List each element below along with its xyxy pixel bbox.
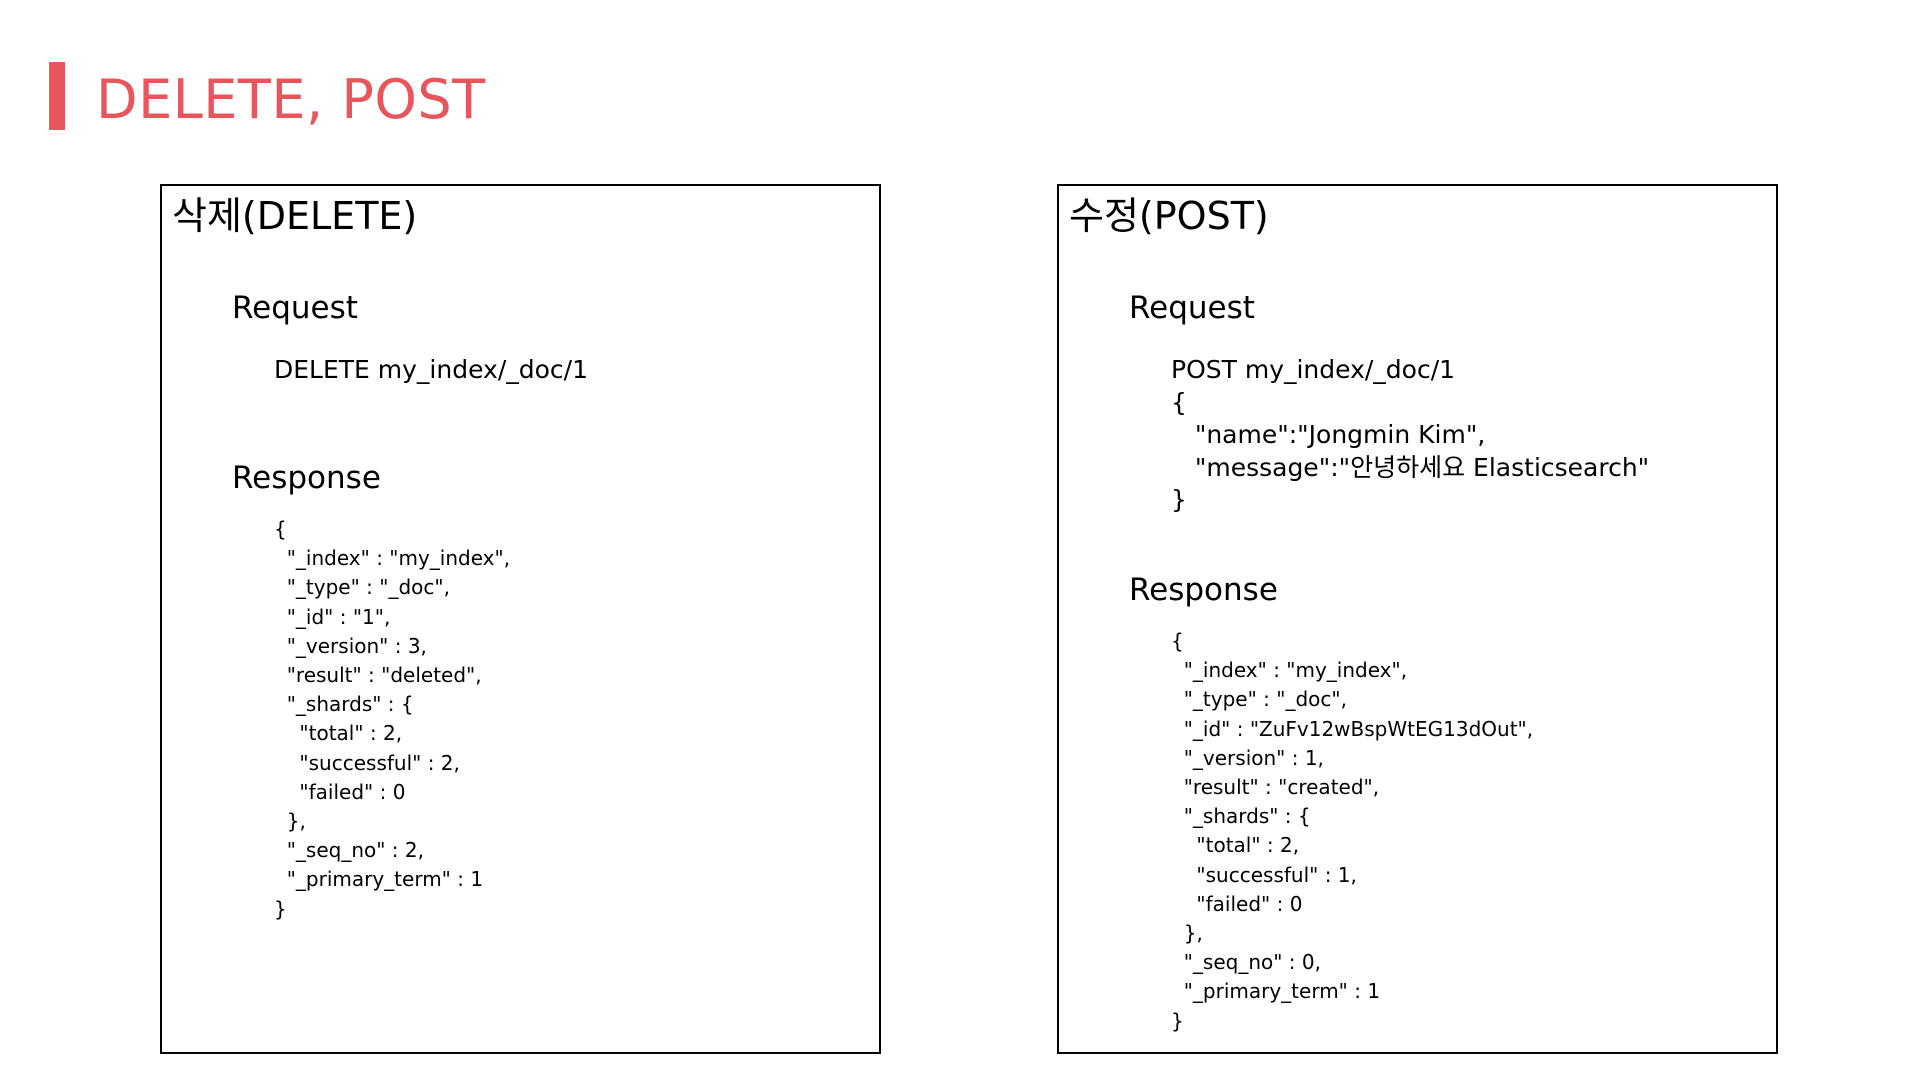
code-line: { [1171,629,1184,653]
code-line: } [1171,1008,1184,1033]
code-line: } [274,896,287,921]
delete-panel: 삭제(DELETE) Request DELETE my_index/_doc/… [160,184,881,1054]
code-line: "_version" : 3, [274,633,427,658]
code-line: "name":"Jongmin Kim", [1171,420,1486,449]
code-line: { [1171,387,1187,417]
code-line: "total" : 2, [274,721,403,746]
code-line: "_seq_no" : 0, [1171,950,1321,975]
delete-request-code: DELETE my_index/_doc/1 [274,354,588,387]
code-line: { [274,517,287,541]
post-panel: 수정(POST) Request POST my_index/_doc/1 { … [1057,184,1778,1054]
code-line: "result" : "created", [1171,775,1380,800]
post-response-code: { "_index" : "my_index", "_type" : "_doc… [1171,627,1533,1036]
code-line: "_shards" : { [1171,804,1311,829]
post-panel-title: 수정(POST) [1069,194,1269,238]
code-line: "failed" : 0 [1171,891,1303,916]
code-line: }, [1171,921,1203,946]
code-line: "result" : "deleted", [274,663,482,688]
code-line: "_seq_no" : 2, [274,838,424,863]
code-line: "_id" : "1", [274,604,391,629]
code-line: "message":"안녕하세요 Elasticsearch" [1171,452,1650,482]
post-request-code: POST my_index/_doc/1 { "name":"Jongmin K… [1171,354,1649,517]
code-line: "failed" : 0 [274,779,406,804]
code-line: "_version" : 1, [1171,745,1324,770]
code-line: "_primary_term" : 1 [274,867,484,892]
delete-response-label: Response [232,460,381,496]
slide-title: DELETE, POST [96,68,486,131]
code-line: "total" : 2, [1171,833,1300,858]
post-response-label: Response [1129,572,1278,608]
code-line: "_id" : "ZuFv12wBspWtEG13dOut", [1171,716,1534,741]
code-line: DELETE my_index/_doc/1 [274,355,588,384]
post-request-label: Request [1129,290,1255,326]
title-accent-bar [49,62,65,130]
code-line: } [1171,485,1187,514]
code-line: "successful" : 2, [274,750,460,775]
delete-request-label: Request [232,290,358,326]
delete-panel-title: 삭제(DELETE) [172,194,418,238]
delete-response-code: { "_index" : "my_index", "_type" : "_doc… [274,515,510,924]
code-line: "_index" : "my_index", [1171,658,1408,683]
code-line: "successful" : 1, [1171,862,1357,887]
code-line: "_index" : "my_index", [274,546,511,571]
code-line: "_primary_term" : 1 [1171,979,1381,1004]
code-line: "_shards" : { [274,692,414,717]
code-line: "_type" : "_doc", [1171,687,1347,712]
code-line: "_type" : "_doc", [274,575,450,600]
code-line: POST my_index/_doc/1 [1171,355,1456,384]
code-line: }, [274,809,306,834]
